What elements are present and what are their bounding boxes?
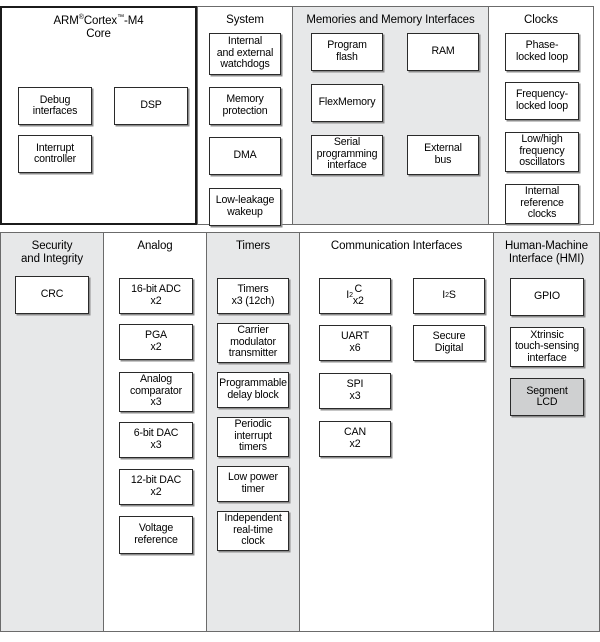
panel-body-clocks: Phase- locked loop Frequency- locked loo… bbox=[489, 27, 593, 225]
block-low-leakage-wakeup[interactable]: Low-leakage wakeup bbox=[209, 187, 281, 226]
panel-title-memories: Memories and Memory Interfaces bbox=[306, 14, 475, 26]
block-flexmemory[interactable]: FlexMemory bbox=[311, 83, 383, 122]
block-ram[interactable]: RAM bbox=[407, 32, 479, 71]
block-interrupt-controller[interactable]: Interrupt controller bbox=[18, 135, 92, 173]
block-program-flash[interactable]: Program flash bbox=[311, 32, 383, 71]
panel-body-system: Internal and external watchdogs Memory p… bbox=[198, 27, 292, 226]
block-programmable-delay-block[interactable]: Programmable delay block bbox=[217, 371, 289, 408]
block-oscillators[interactable]: Low/high frequency oscillators bbox=[505, 131, 579, 172]
panel-title-security-and-integrity: Security and Integrity bbox=[21, 240, 83, 265]
block-carrier-modulator-transmitter[interactable]: Carrier modulator transmitter bbox=[217, 322, 289, 363]
panel-human-machine-interface: Human-Machine Interface (HMI) GPIO Xtrin… bbox=[493, 232, 600, 632]
block-segment-lcd[interactable]: Segment LCD bbox=[510, 378, 584, 416]
block-memory-protection[interactable]: Memory protection bbox=[209, 86, 281, 125]
block-spi[interactable]: SPI x3 bbox=[319, 372, 391, 409]
panel-clocks: Clocks Phase- locked loop Frequency- loc… bbox=[488, 6, 594, 225]
panel-body-arm-core: Debug interfaces DSP Interrupt controlle… bbox=[2, 40, 195, 223]
block-gpio[interactable]: GPIO bbox=[510, 278, 584, 316]
block-voltage-reference[interactable]: Voltage reference bbox=[119, 515, 193, 554]
block-low-power-timer[interactable]: Low power timer bbox=[217, 465, 289, 502]
panel-security-and-integrity: Security and Integrity CRC bbox=[0, 232, 103, 632]
block-dac-12bit[interactable]: 12-bit DAC x2 bbox=[119, 468, 193, 505]
panel-title-system: System bbox=[226, 14, 264, 26]
panel-body-timers: Timers x3 (12ch) Carrier modulator trans… bbox=[207, 253, 299, 632]
block-can[interactable]: CAN x2 bbox=[319, 420, 391, 457]
panel-title-timers: Timers bbox=[235, 240, 271, 252]
block-crc[interactable]: CRC bbox=[15, 276, 89, 314]
bottom-row: Security and Integrity CRC Analog 16-bit… bbox=[0, 232, 600, 632]
panel-title-clocks: Clocks bbox=[524, 14, 558, 26]
panel-title-communication-interfaces: Communication Interfaces bbox=[330, 240, 463, 252]
block-periodic-interrupt-timers[interactable]: Periodic interrupt timers bbox=[217, 416, 289, 457]
block-adc-16bit[interactable]: 16-bit ADC x2 bbox=[119, 277, 193, 314]
block-dac-6bit[interactable]: 6-bit DAC x3 bbox=[119, 421, 193, 458]
panel-body-analog: 16-bit ADC x2 PGA x2 Analog comparator x… bbox=[104, 253, 206, 632]
block-xtrinsic-touch-sensing-interface[interactable]: Xtrinsic touch-sensing interface bbox=[510, 327, 584, 367]
block-analog-comparator[interactable]: Analog comparator x3 bbox=[119, 371, 193, 412]
block-pga[interactable]: PGA x2 bbox=[119, 323, 193, 360]
block-uart[interactable]: UART x6 bbox=[319, 324, 391, 361]
panel-memories: Memories and Memory Interfaces Program f… bbox=[292, 6, 488, 225]
block-phase-locked-loop[interactable]: Phase- locked loop bbox=[505, 32, 579, 71]
panel-analog: Analog 16-bit ADC x2 PGA x2 Analog compa… bbox=[103, 232, 206, 632]
block-timers[interactable]: Timers x3 (12ch) bbox=[217, 277, 289, 314]
panel-title-analog: Analog bbox=[137, 240, 173, 252]
block-internal-reference-clocks[interactable]: Internal reference clocks bbox=[505, 183, 579, 224]
block-frequency-locked-loop[interactable]: Frequency- locked loop bbox=[505, 81, 579, 120]
panel-body-human-machine-interface: GPIO Xtrinsic touch-sensing interface Se… bbox=[494, 265, 599, 631]
panel-timers: Timers Timers x3 (12ch) Carrier modulato… bbox=[206, 232, 299, 632]
block-secure-digital[interactable]: Secure Digital bbox=[413, 324, 485, 361]
block-serial-programming-interface[interactable]: Serial programming interface bbox=[311, 134, 383, 175]
panel-body-memories: Program flash RAM FlexMemory Serial prog… bbox=[293, 27, 488, 225]
block-external-bus[interactable]: External bus bbox=[407, 134, 479, 175]
panel-title-human-machine-interface: Human-Machine Interface (HMI) bbox=[504, 240, 589, 265]
block-independent-real-time-clock[interactable]: Independent real-time clock bbox=[217, 510, 289, 551]
panel-system: System Internal and external watchdogs M… bbox=[197, 6, 292, 226]
block-dsp[interactable]: DSP bbox=[114, 87, 188, 125]
block-watchdogs[interactable]: Internal and external watchdogs bbox=[209, 32, 281, 75]
block-dma[interactable]: DMA bbox=[209, 136, 281, 175]
panel-body-security-and-integrity: CRC bbox=[1, 265, 103, 631]
block-debug-interfaces[interactable]: Debug interfaces bbox=[18, 87, 92, 125]
